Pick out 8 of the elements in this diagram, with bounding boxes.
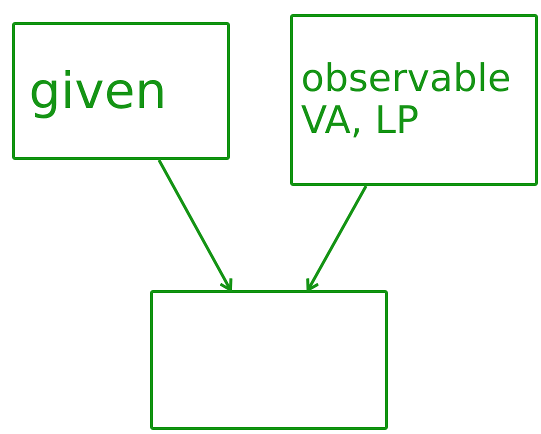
box-note: VA, LP	[301, 100, 420, 142]
arrow	[306, 185, 368, 292]
box-heading: observable	[301, 58, 512, 100]
text-box	[290, 14, 538, 186]
box-heading: given	[29, 64, 168, 118]
text-box	[12, 22, 230, 160]
empty-box	[150, 290, 388, 430]
arrow	[158, 159, 232, 292]
